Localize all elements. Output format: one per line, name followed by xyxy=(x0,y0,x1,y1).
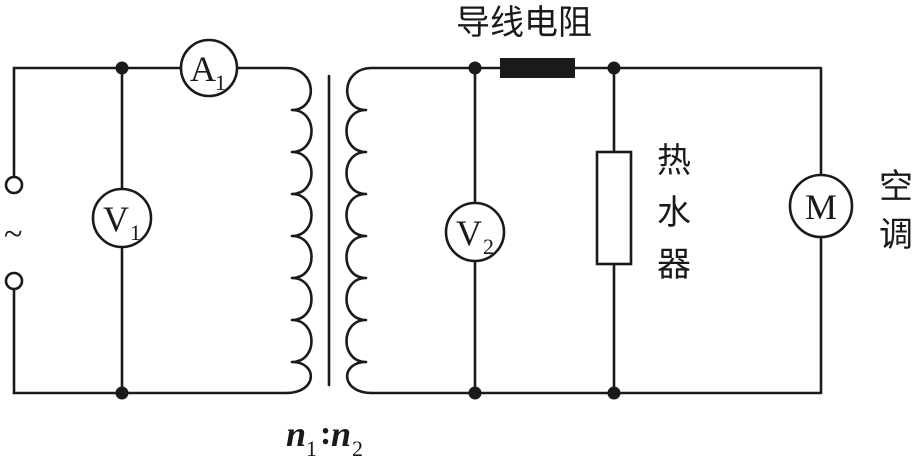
node-primary-top xyxy=(115,61,129,75)
aircon-char-1: 空 xyxy=(879,167,913,207)
line-resistance-resistor xyxy=(500,58,575,78)
ammeter-subscript: 1 xyxy=(215,70,226,95)
voltmeter2-subscript: 2 xyxy=(483,234,494,259)
transformer xyxy=(285,66,373,395)
voltmeter-v1: V 1 xyxy=(91,187,153,249)
source-terminal-bottom xyxy=(4,271,24,291)
ratio-colon: : xyxy=(320,415,331,452)
aircon-label: 空 调 xyxy=(879,167,913,255)
ac-source-symbol: ~ xyxy=(4,216,22,253)
voltmeter1-subscript: 1 xyxy=(130,220,141,245)
voltmeter1-letter: V xyxy=(103,199,129,239)
heater-char-2: 水 xyxy=(657,193,691,233)
voltmeter-v2: V 2 xyxy=(444,201,506,263)
turns-ratio-label: n 1 : n 2 xyxy=(286,414,363,461)
node-secondary-bottom-right xyxy=(607,386,621,400)
ratio-n1-subscript: 1 xyxy=(306,436,317,461)
source-terminal-top xyxy=(4,175,24,195)
primary-coil xyxy=(285,66,313,395)
node-secondary-bottom-left xyxy=(468,386,482,400)
line-resistance-label: 导线电阻 xyxy=(456,3,592,43)
ratio-n2: n xyxy=(331,414,351,454)
primary-wires xyxy=(12,66,288,395)
water-heater-label: 热 水 器 xyxy=(657,141,691,285)
voltmeter2-letter: V xyxy=(456,213,482,253)
heater-char-3: 器 xyxy=(657,245,691,285)
ammeter-letter: A xyxy=(190,49,216,89)
node-secondary-top-right xyxy=(607,61,621,75)
aircon-char-2: 调 xyxy=(879,215,913,255)
node-secondary-top-left xyxy=(468,61,482,75)
motor-letter: M xyxy=(805,187,837,227)
ammeter-a1: A 1 xyxy=(179,38,239,98)
ratio-n1: n xyxy=(286,414,306,454)
water-heater-resistor xyxy=(595,150,633,266)
secondary-coil xyxy=(345,66,373,395)
motor-aircon: M xyxy=(788,173,854,239)
node-primary-bottom xyxy=(115,386,129,400)
heater-char-1: 热 xyxy=(657,141,691,181)
ratio-n2-subscript: 2 xyxy=(352,436,363,461)
secondary-bottom-wire xyxy=(370,235,823,395)
